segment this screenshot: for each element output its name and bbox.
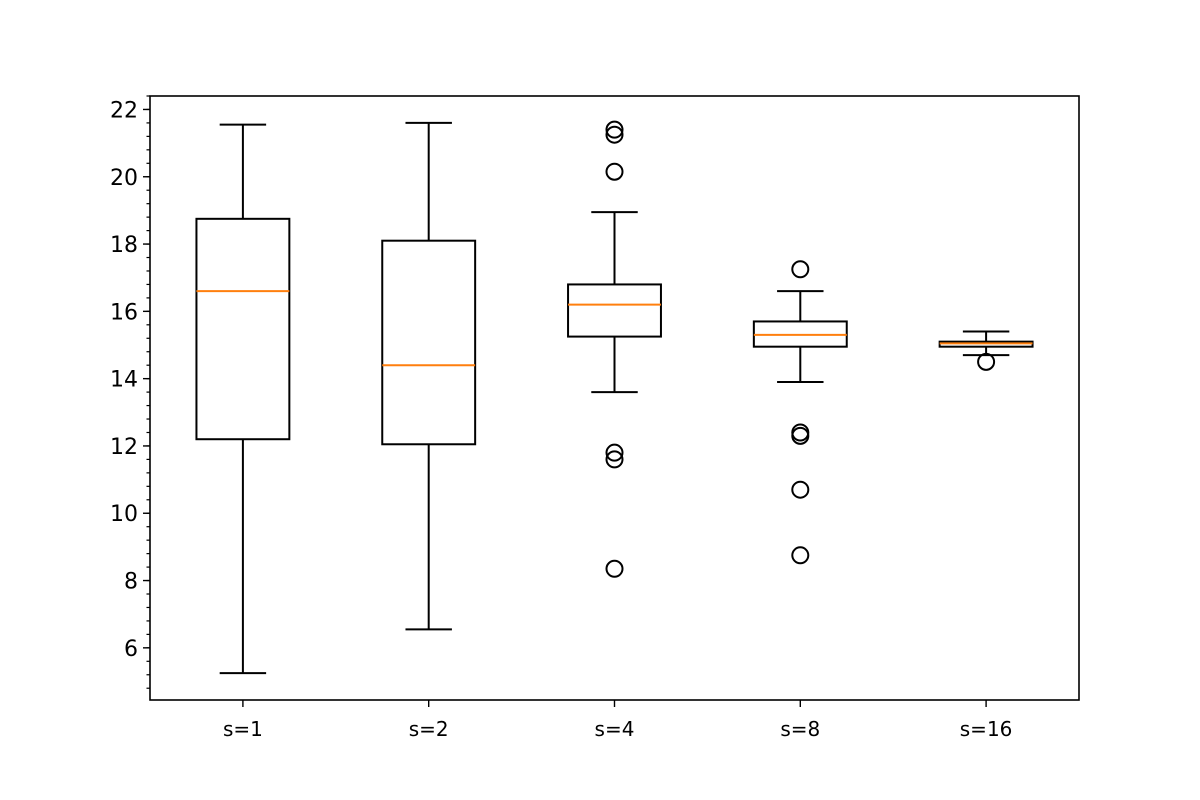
y-tick-label: 20 <box>110 166 138 191</box>
x-tick-label: s=2 <box>409 717 449 741</box>
y-tick-label: 12 <box>110 435 138 460</box>
y-tick-label: 16 <box>110 300 138 325</box>
outlier-point <box>791 546 810 565</box>
boxes-layer <box>195 120 1034 675</box>
y-tick-label: 8 <box>124 570 138 595</box>
outlier-point <box>605 559 624 578</box>
outlier-point <box>605 443 624 462</box>
y-tick-label: 18 <box>110 233 138 258</box>
plot-area-frame <box>149 95 1080 701</box>
y-tick-label: 22 <box>110 98 138 123</box>
box-group <box>752 260 848 565</box>
y-tick-label: 10 <box>110 502 138 527</box>
iqr-box <box>567 283 662 338</box>
outlier-point <box>605 162 624 181</box>
y-tick-label: 6 <box>124 637 138 662</box>
box-group <box>567 120 662 578</box>
outlier-point <box>791 426 810 445</box>
axes-layer: 6 8 10 12 14 16 18 20 22 s=1 s=2 s=4 s=8 s=16 <box>110 95 1013 741</box>
x-tick-label: s=8 <box>780 717 820 741</box>
x-tick-label: s=1 <box>223 717 263 741</box>
box-group <box>938 330 1034 371</box>
outlier-point <box>605 120 624 139</box>
box-group <box>381 121 477 631</box>
outlier-point <box>605 450 624 469</box>
outlier-point <box>977 352 996 371</box>
iqr-box <box>381 239 477 446</box>
x-tick-label: s=16 <box>960 717 1013 741</box>
y-tick-label: 14 <box>110 368 138 393</box>
box-group <box>195 123 291 675</box>
outlier-point <box>791 480 810 499</box>
outlier-point <box>791 260 810 279</box>
x-tick-label: s=4 <box>595 717 635 741</box>
outlier-point <box>605 125 624 144</box>
iqr-box <box>195 217 291 441</box>
